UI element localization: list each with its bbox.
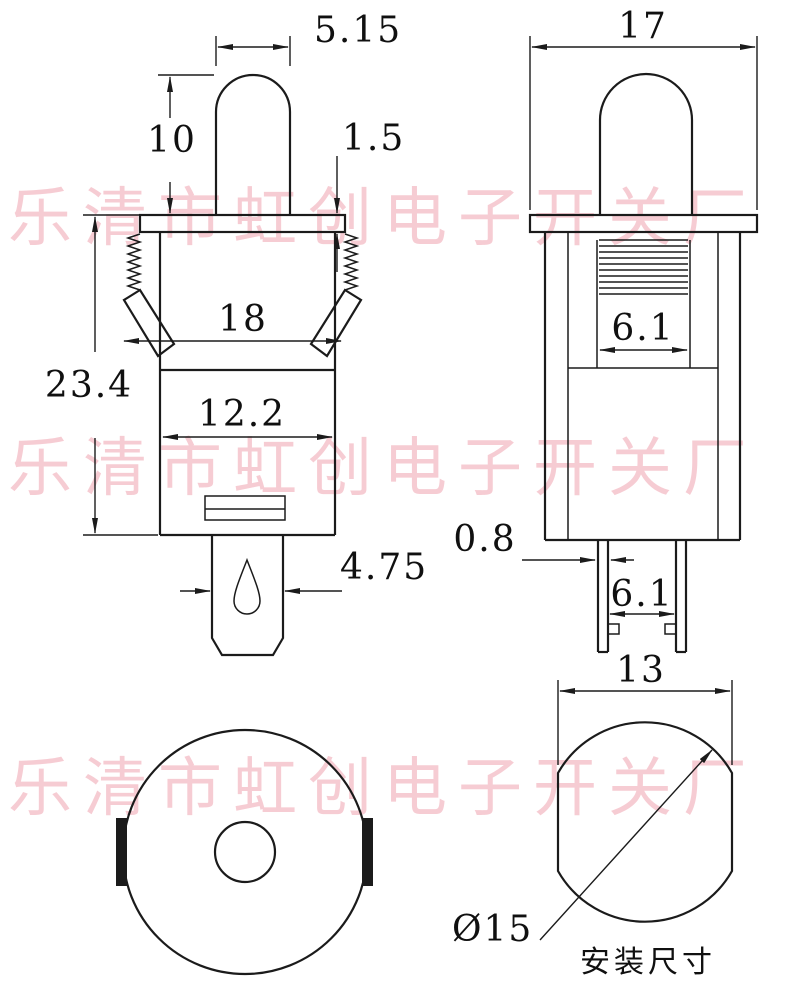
dim-label-body-width: 12.2 (198, 394, 286, 435)
bottom-tab-left (116, 818, 127, 886)
front-snap-wing-left (122, 288, 176, 358)
dim-label-button-width: 5.15 (314, 10, 402, 51)
side-terminal-pin-left (596, 540, 620, 654)
front-view: 5.15 10 1.5 18 23.4 (45, 10, 428, 657)
dim-hole-diameter: Ø15 (452, 749, 713, 950)
dim-body-width: 12.2 (162, 394, 333, 440)
watermark-row-3: 乐清市虹创电子开关厂 (8, 752, 758, 826)
dim-label-button-height: 10 (147, 120, 197, 161)
dim-label-shaft-width: 6.1 (611, 308, 674, 349)
dim-label-pin-thickness: 0.8 (453, 519, 516, 560)
watermark-row-1: 乐清市虹创电子开关厂 (8, 182, 758, 256)
bottom-center-hole (213, 820, 277, 884)
bottom-view (116, 728, 373, 976)
front-snap-wing-right (309, 288, 363, 358)
dim-label-hole-diameter: Ø15 (452, 909, 533, 950)
side-flange (528, 213, 759, 234)
dim-flange-thickness: 1.5 (334, 118, 405, 272)
dim-label-flange-width: 17 (618, 6, 668, 47)
side-view: 17 6.1 0.8 6.1 (453, 6, 759, 654)
dim-pin-spacing: 6.1 (609, 574, 675, 617)
dim-label-snap-span: 18 (218, 299, 268, 340)
front-latch-slot (204, 495, 286, 521)
dim-button-width: 5.15 (215, 10, 402, 66)
side-terminal-pin-right (664, 540, 688, 654)
mounting-hole-outline (556, 721, 734, 923)
dim-label-total-height: 23.4 (45, 365, 133, 406)
dim-button-height: 10 (147, 74, 214, 214)
dim-shaft-width: 6.1 (599, 308, 688, 353)
mounting-caption: 安装尺寸 (580, 945, 716, 980)
watermark-row-2: 乐清市虹创电子开关厂 (8, 432, 758, 506)
front-serration-left (125, 233, 143, 291)
front-plunger-outline (214, 73, 292, 215)
front-stem (210, 535, 285, 657)
dim-label-flat-width: 13 (616, 650, 666, 691)
dim-flat-width: 13 (557, 650, 733, 765)
dim-total-height: 23.4 (45, 214, 158, 536)
side-spring-hatch (599, 239, 688, 295)
side-plunger-outline (598, 72, 694, 215)
dim-label-stem-width: 4.75 (340, 547, 428, 588)
front-serration-right (342, 233, 360, 291)
dim-label-flange-thickness: 1.5 (342, 118, 405, 159)
dim-pin-thickness: 0.8 (453, 519, 634, 563)
dim-stem-width: 4.75 (180, 547, 428, 594)
dim-flange-width: 17 (529, 6, 758, 210)
front-flange (138, 213, 347, 234)
dim-snap-span: 18 (123, 299, 342, 344)
mounting-hole-view: 13 Ø15 安装尺寸 (452, 650, 734, 980)
front-stem-teardrop-hole (233, 557, 261, 615)
dim-label-pin-spacing: 6.1 (610, 574, 673, 615)
bottom-tab-right (362, 818, 373, 886)
